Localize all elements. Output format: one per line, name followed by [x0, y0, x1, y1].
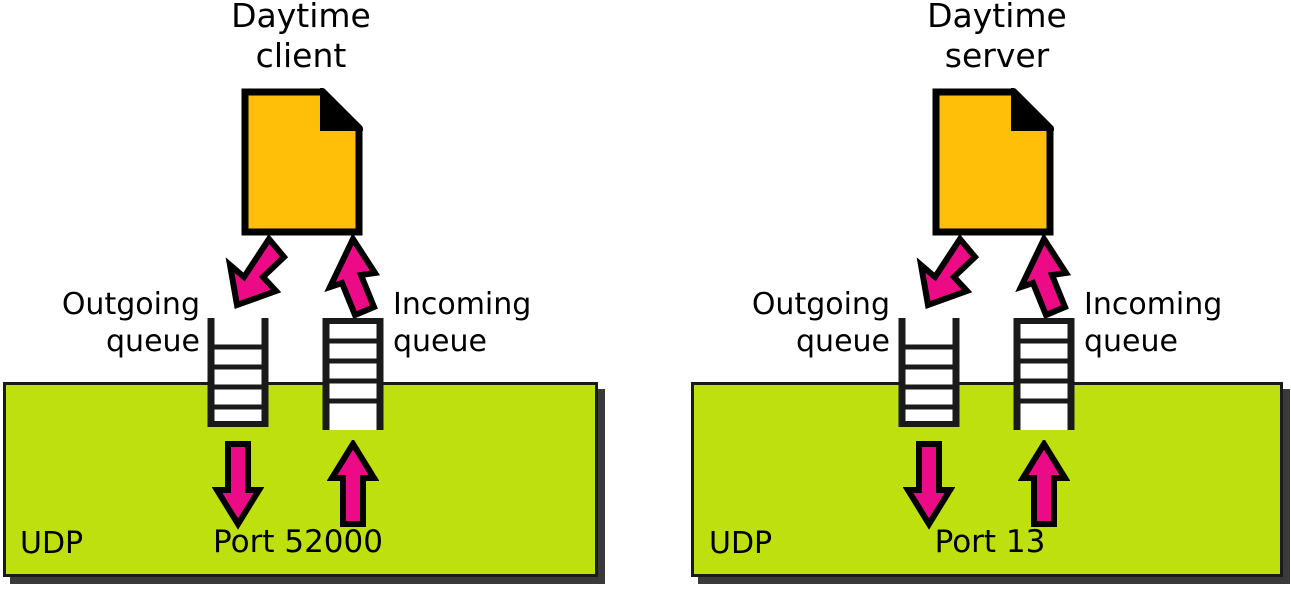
client-incoming-to-doc-arrow	[317, 232, 387, 325]
client-incoming-queue	[322, 318, 384, 430]
client-port-to-incoming-arrow	[326, 438, 380, 530]
server-doc-to-outgoing-arrow	[911, 233, 981, 325]
server-incoming-to-doc-arrow	[1008, 232, 1078, 325]
server-udp-transport-box	[691, 382, 1283, 577]
server-udp-protocol-label: UDP	[709, 526, 773, 561]
client-udp-protocol-label: UDP	[20, 526, 84, 561]
server-outgoing-queue-label: Outgoing queue	[751, 287, 890, 359]
server-port-to-incoming-arrow	[1017, 438, 1071, 530]
client-outgoing-queue	[207, 318, 269, 430]
server-incoming-queue-label: Incoming queue	[1084, 287, 1223, 359]
client-port-label: Port 52000	[213, 524, 383, 560]
server-outgoing-queue	[898, 318, 960, 430]
server-outgoing-to-port-arrow	[902, 440, 956, 530]
server-incoming-queue	[1013, 318, 1075, 430]
server-document-icon	[932, 88, 1054, 236]
client-outgoing-queue-label: Outgoing queue	[61, 287, 200, 359]
client-document-icon	[241, 88, 363, 236]
client-outgoing-to-port-arrow	[211, 440, 265, 530]
client-title: Daytime client	[231, 0, 371, 75]
server-port-label: Port 13	[934, 524, 1046, 560]
client-udp-transport-box	[3, 382, 598, 577]
client-doc-to-outgoing-arrow	[220, 233, 290, 325]
server-title: Daytime server	[927, 0, 1067, 75]
client-incoming-queue-label: Incoming queue	[393, 287, 532, 359]
